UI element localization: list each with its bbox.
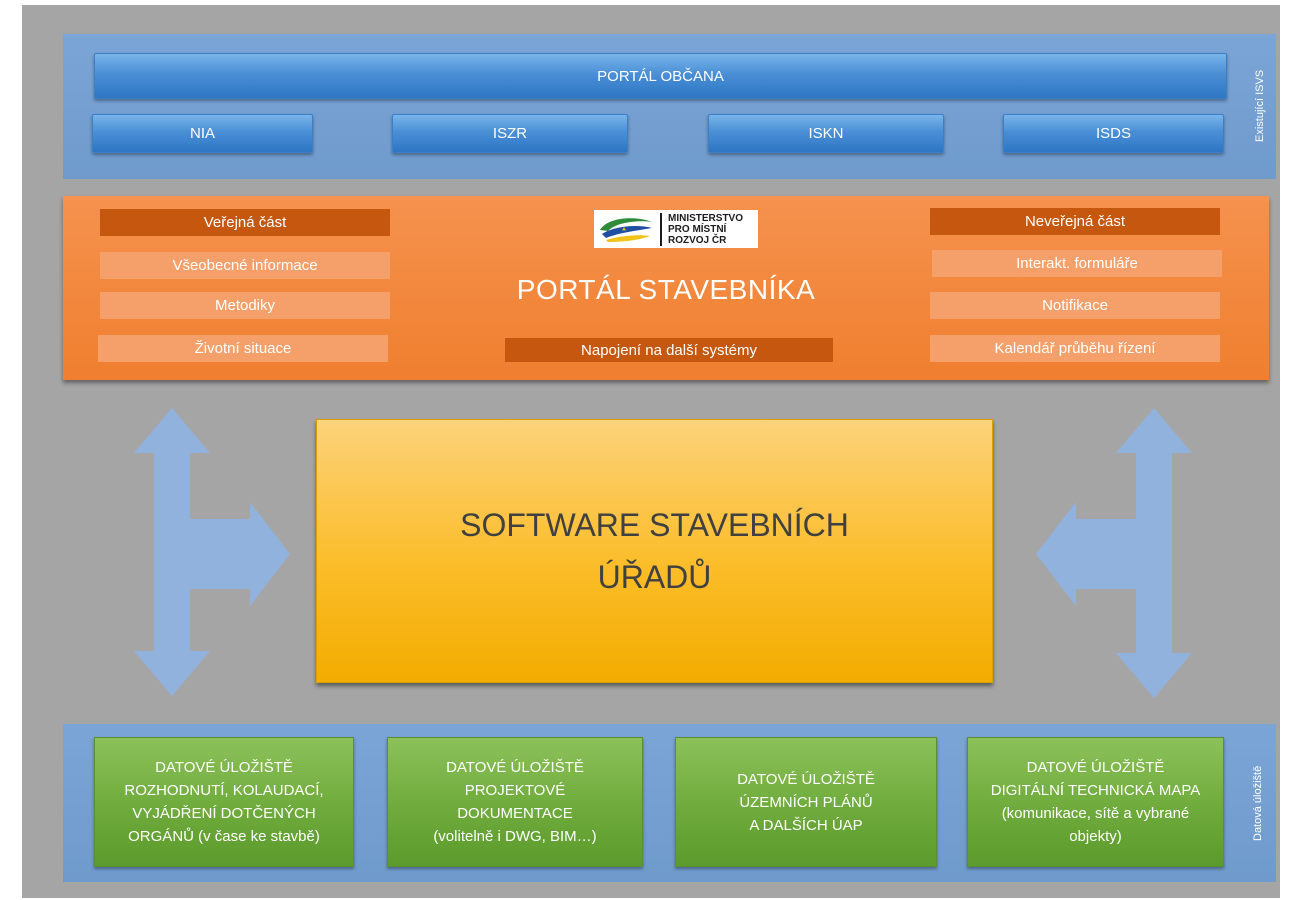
existing-isvs-band: PORTÁL OBČANA NIA ISZR ISKN ISDS Existuj… [63,34,1276,179]
storage-box-technical-map: DATOVÉ ÚLOŽIŠTĚ DIGITÁLNÍ TECHNICKÁ MAPA… [967,737,1224,867]
connection-box: Napojení na další systémy [505,338,833,362]
system-iszr: ISZR [392,114,628,153]
system-nia: NIA [92,114,313,153]
private-item: Notifikace [930,292,1220,319]
left-double-arrow-icon [134,408,290,696]
portal-obcana: PORTÁL OBČANA [94,53,1227,99]
public-part-header: Veřejná část [100,209,390,236]
existing-isvs-label: Existující ISVS [1254,69,1266,143]
right-double-arrow-icon [1036,408,1192,698]
data-storage-band: DATOVÉ ÚLOŽIŠTĚ ROZHODNUTÍ, KOLAUDACÍ, V… [63,724,1276,882]
software-stavebnich-uradu: SOFTWARE STAVEBNÍCH ÚŘADŮ [316,419,993,683]
software-title: SOFTWARE STAVEBNÍCH ÚŘADŮ [460,507,849,595]
system-isds: ISDS [1003,114,1224,153]
mmr-logo-text: MINISTERSTVO PRO MÍSTNÍ ROZVOJ ČR [660,212,743,246]
private-item: Kalendář průběhu řízení [930,335,1220,362]
system-iskn: ISKN [708,114,944,153]
private-item: Interakt. formuláře [932,250,1222,277]
data-storage-label: Datová úložiště [1252,765,1264,841]
storage-box-project-docs: DATOVÉ ÚLOŽIŠTĚ PROJEKTOVÉ DOKUMENTACE (… [387,737,643,867]
public-item: Životní situace [98,335,388,362]
portal-stavebnika-title: PORTÁL STAVEBNÍKA [516,274,816,305]
public-item: Metodiky [100,292,390,319]
mmr-emblem-icon [600,218,652,242]
storage-box-decisions: DATOVÉ ÚLOŽIŠTĚ ROZHODNUTÍ, KOLAUDACÍ, V… [94,737,354,867]
mmr-logo: MINISTERSTVO PRO MÍSTNÍ ROZVOJ ČR [594,210,758,248]
public-item: Všeobecné informace [100,252,390,279]
private-part-header: Neveřejná část [930,208,1220,235]
storage-box-territorial-plans: DATOVÉ ÚLOŽIŠTĚ ÚZEMNÍCH PLÁNŮ A DALŠÍCH… [675,737,937,867]
